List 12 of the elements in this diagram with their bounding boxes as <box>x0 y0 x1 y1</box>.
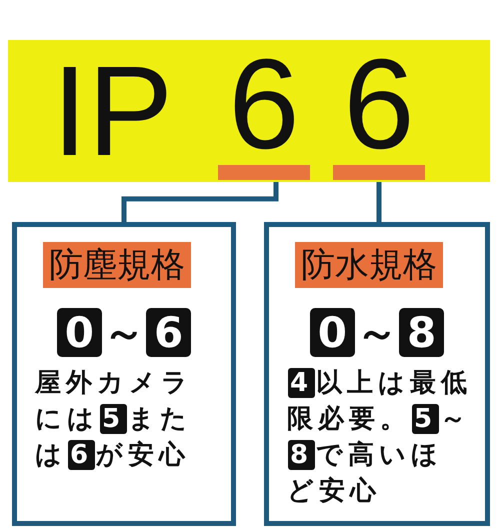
category-tag: 防塵規格 <box>43 242 191 288</box>
rating-digit: 6 <box>218 44 310 180</box>
rating-card <box>12 222 236 526</box>
category-tag: 防水規格 <box>295 242 443 288</box>
connector-line <box>376 180 382 222</box>
title-band <box>8 40 490 182</box>
rating-range: 0～8 <box>269 310 485 356</box>
connector-line <box>122 180 278 222</box>
rating-card <box>264 222 490 526</box>
ip-code-text: IP <box>52 48 173 176</box>
rating-range: 0～6 <box>17 310 231 356</box>
rating-digit: 6 <box>333 44 425 180</box>
